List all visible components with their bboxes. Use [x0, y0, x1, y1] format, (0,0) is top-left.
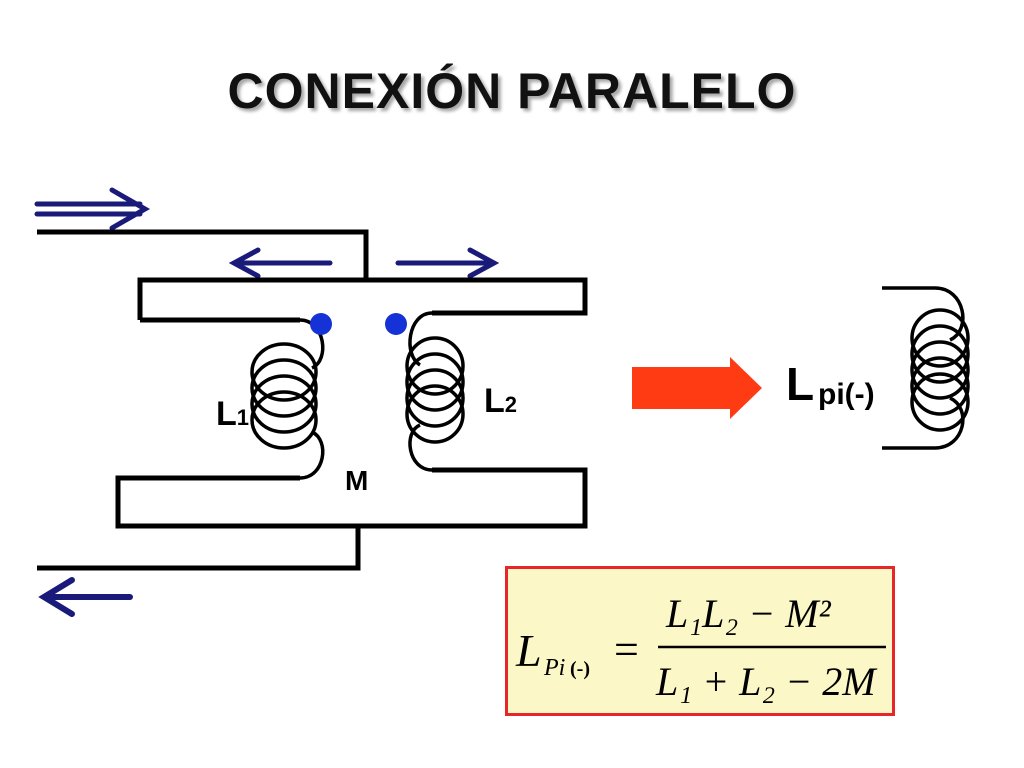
formula: L Pi (-) = L₁L₂ − M² L₁ + L₂ − 2M: [515, 591, 886, 704]
label-m: M: [345, 465, 368, 496]
left-branch-arrow: [228, 247, 333, 279]
label-l2: L2: [484, 382, 517, 420]
formula-denominator: L₁ + L₂ − 2M: [655, 659, 878, 704]
output-current-arrow: [38, 577, 133, 617]
formula-lhs-sub: Pi: [543, 655, 565, 681]
slide-title: CONEXIÓN PARALELO: [227, 63, 797, 119]
polarity-dot-l2: [385, 313, 407, 335]
input-current-arrow: [34, 187, 151, 231]
wiring: [37, 229, 588, 571]
label-equivalent: L: [786, 358, 814, 410]
equivalence-arrow: [632, 357, 762, 419]
label-l1: L1: [216, 395, 249, 433]
formula-lhs-bracket: (-): [570, 658, 590, 680]
formula-lhs: L: [515, 625, 542, 676]
polarity-dot-l1: [310, 313, 332, 335]
equivalent-coil: [882, 286, 970, 450]
right-branch-arrow: [395, 247, 500, 279]
label-equivalent-sub: pi(-): [818, 378, 875, 411]
formula-equals: =: [614, 625, 639, 674]
coil-l1: [250, 318, 325, 480]
formula-box: L Pi (-) = L₁L₂ − M² L₁ + L₂ − 2M: [505, 566, 895, 716]
coil-l2: [405, 311, 465, 472]
formula-numerator: L₁L₂ − M²: [665, 591, 832, 636]
